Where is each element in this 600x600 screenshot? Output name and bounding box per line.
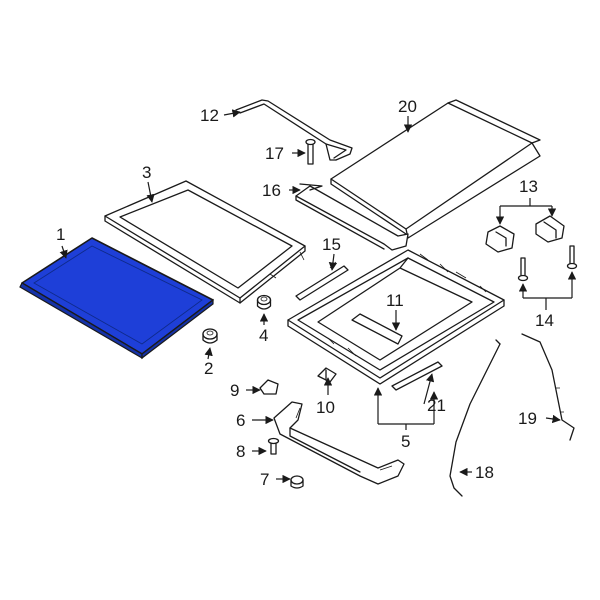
callout-5: 5 — [401, 432, 410, 451]
part-16-wind-deflector[interactable] — [295, 183, 409, 251]
part-1-glass-panel[interactable] — [19, 237, 214, 360]
part-7-nut[interactable] — [290, 475, 304, 489]
callout-14: 14 — [535, 311, 554, 330]
part-3-glass-frame[interactable] — [104, 180, 306, 304]
callout-20: 20 — [398, 97, 417, 116]
callout-16: 16 — [262, 181, 281, 200]
part-20-sunshade[interactable] — [330, 99, 541, 239]
part-13-motor-brackets[interactable] — [485, 215, 565, 253]
leader-lines — [59, 109, 577, 484]
part-10-clip[interactable] — [317, 367, 337, 385]
part-9-clip[interactable] — [259, 379, 279, 395]
callout-9: 9 — [230, 381, 239, 400]
part-2-fastener[interactable] — [202, 328, 218, 344]
callout-13: 13 — [519, 177, 538, 196]
callout-4: 4 — [259, 326, 268, 345]
callout-labels: 1 2 3 4 5 6 7 8 9 10 11 12 13 14 15 16 1… — [56, 97, 554, 489]
callout-8: 8 — [236, 442, 245, 461]
callout-1: 1 — [56, 225, 65, 244]
part-8-stud[interactable] — [267, 437, 280, 455]
part-17-stud[interactable] — [305, 138, 316, 165]
part-19-drain-hose[interactable] — [521, 333, 575, 441]
part-12-front-trim[interactable] — [235, 99, 353, 161]
callout-11: 11 — [386, 291, 404, 310]
callout-17: 17 — [265, 144, 284, 163]
callout-15: 15 — [322, 235, 341, 254]
part-15-rail-trim[interactable] — [295, 261, 349, 301]
callout-21: 21 — [427, 396, 446, 415]
callout-19: 19 — [518, 409, 537, 428]
part-5-sunroof-frame[interactable] — [287, 249, 505, 385]
part-4-fastener[interactable] — [256, 294, 272, 310]
callout-18: 18 — [475, 463, 494, 482]
callout-6: 6 — [236, 411, 245, 430]
callout-3: 3 — [142, 163, 151, 182]
part-6-drive-mechanism[interactable] — [273, 401, 405, 485]
part-14-screws[interactable] — [517, 245, 578, 282]
callout-12: 12 — [200, 106, 219, 125]
callout-7: 7 — [260, 470, 269, 489]
part-18-drain-hose[interactable] — [449, 339, 501, 497]
part-11-crossbar[interactable] — [351, 313, 403, 345]
callout-10: 10 — [316, 398, 335, 417]
callout-2: 2 — [204, 359, 213, 378]
part-21-rear-trim[interactable] — [391, 361, 443, 391]
